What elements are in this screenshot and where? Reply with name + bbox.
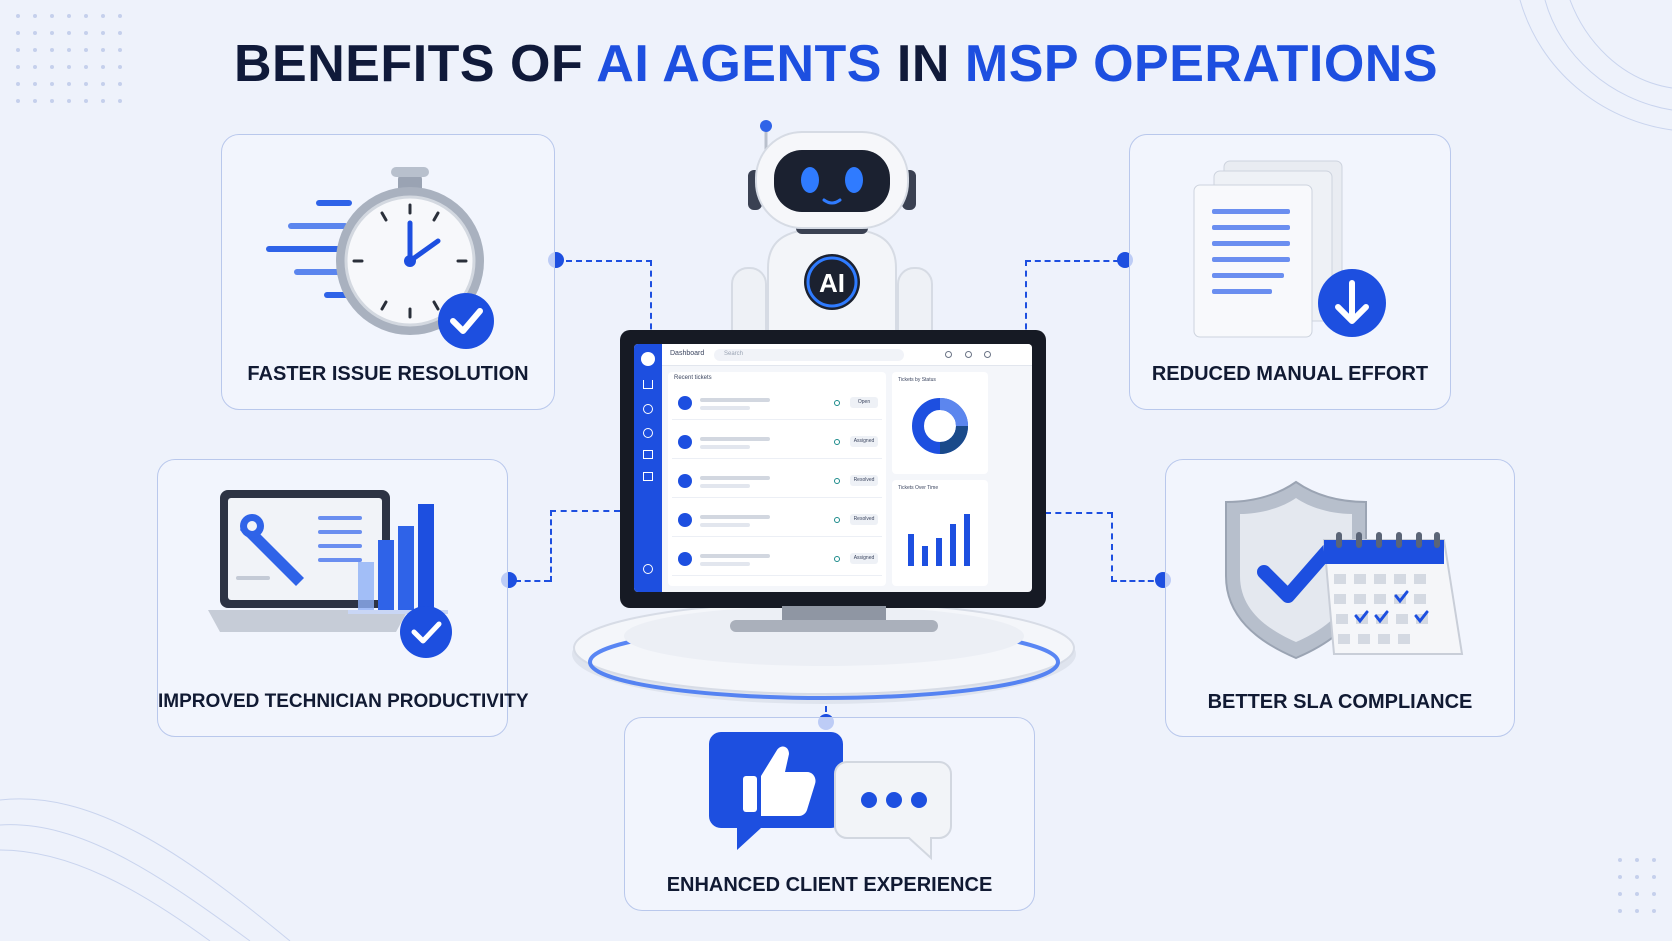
- monitor-base: [730, 620, 938, 632]
- benefit-card-faster-resolution: FASTER ISSUE RESOLUTION: [221, 134, 555, 410]
- thumbs-up-chat-icon: [709, 732, 952, 861]
- benefit-card-reduced-effort: REDUCED MANUAL EFFORT: [1129, 134, 1451, 410]
- donut-panel: Tickets by Status: [892, 372, 988, 474]
- ticket-text-line: [700, 515, 770, 519]
- avatar: [678, 474, 692, 488]
- status-dot: [834, 556, 840, 562]
- bar: [964, 514, 970, 566]
- shield-calendar-icon: [1225, 480, 1464, 660]
- table-row[interactable]: Resolved: [672, 464, 882, 498]
- logo-icon: [641, 352, 655, 366]
- bell-icon[interactable]: [965, 351, 972, 358]
- title-part-4: MSP OPERATIONS: [964, 35, 1439, 93]
- ticket-text-line: [700, 554, 770, 558]
- benefit-label: ENHANCED CLIENT EXPERIENCE: [666, 874, 993, 896]
- bar-chart: [908, 514, 970, 566]
- home-icon[interactable]: [643, 380, 653, 389]
- status-dot: [834, 400, 840, 406]
- dashboard-title: Dashboard: [670, 350, 705, 357]
- ticket-text-line: [700, 484, 750, 488]
- connector-line: [1025, 260, 1027, 340]
- connector-line: [1045, 512, 1113, 514]
- search-icon[interactable]: [945, 351, 952, 358]
- connector-line: [550, 510, 552, 582]
- dashboard-sidebar: [634, 344, 662, 592]
- bar-panel: Tickets Over Time: [892, 480, 988, 586]
- settings-icon[interactable]: [643, 564, 653, 574]
- connector-line: [550, 510, 620, 512]
- title-part-1: BENEFITS OF: [233, 35, 597, 93]
- benefit-card-technician-productivity: IMPROVED TECHNICIAN PRODUCTIVITY: [157, 459, 529, 737]
- bar: [950, 524, 956, 566]
- connector-line: [556, 260, 652, 262]
- ticket-text-line: [700, 445, 750, 449]
- podium: [572, 601, 1076, 704]
- stopwatch-check-icon: [266, 167, 494, 349]
- robot-ai-badge: AI: [819, 268, 845, 298]
- avatar: [678, 435, 692, 449]
- laptop-wrench-chart-icon: [208, 490, 452, 658]
- donut-chart-title: Tickets by Status: [898, 377, 936, 383]
- documents-download-icon: [1193, 160, 1386, 338]
- benefit-label: REDUCED MANUAL EFFORT: [1151, 363, 1429, 385]
- bar: [908, 534, 914, 566]
- decorative-curves-bottom-left: [0, 798, 291, 941]
- ticket-text-line: [700, 406, 750, 410]
- monitor-stand: [782, 606, 886, 624]
- robot-icon: [731, 120, 933, 359]
- decorative-dots-top-left: [16, 14, 122, 103]
- status-badge: Assigned: [850, 436, 878, 447]
- benefit-label: FASTER ISSUE RESOLUTION: [247, 363, 529, 385]
- table-row[interactable]: Assigned: [672, 425, 882, 459]
- ticket-list-title: Recent tickets: [674, 375, 712, 381]
- donut-chart: [912, 398, 968, 454]
- ticket-text-line: [700, 523, 750, 527]
- benefit-label: BETTER SLA COMPLIANCE: [1207, 691, 1473, 713]
- tickets-icon[interactable]: [643, 450, 653, 459]
- avatar: [678, 396, 692, 410]
- table-row[interactable]: Resolved: [672, 503, 882, 537]
- status-badge: Assigned: [850, 553, 878, 564]
- decorative-curves-top-right: [1519, 0, 1672, 131]
- profile-icon[interactable]: [984, 351, 991, 358]
- page-title: BENEFITS OF AI AGENTS IN MSP OPERATIONS: [0, 34, 1672, 94]
- benefit-card-sla-compliance: BETTER SLA COMPLIANCE: [1165, 459, 1515, 737]
- ticket-text-line: [700, 476, 770, 480]
- users-icon[interactable]: [643, 428, 653, 438]
- table-row[interactable]: Assigned: [672, 542, 882, 576]
- status-dot: [834, 478, 840, 484]
- benefit-label: IMPROVED TECHNICIAN PRODUCTIVITY: [158, 691, 529, 712]
- bar-chart-title: Tickets Over Time: [898, 485, 939, 491]
- reports-icon[interactable]: [643, 472, 653, 481]
- title-part-3: IN: [881, 35, 965, 93]
- decorative-dots-bottom-right: [1618, 858, 1656, 913]
- bar: [936, 538, 942, 566]
- status-dot: [834, 439, 840, 445]
- avatar: [678, 513, 692, 527]
- search-input[interactable]: Search: [714, 349, 904, 361]
- connector-line: [515, 580, 550, 582]
- bar: [922, 546, 928, 566]
- connector-line: [1111, 580, 1163, 582]
- connector-line: [650, 260, 652, 340]
- status-dot: [834, 517, 840, 523]
- ticket-text-line: [700, 562, 750, 566]
- user-icon[interactable]: [643, 404, 653, 414]
- status-badge: Resolved: [850, 514, 878, 525]
- status-badge: Resolved: [850, 475, 878, 486]
- connector-line: [825, 690, 827, 720]
- benefit-card-client-experience: ENHANCED CLIENT EXPERIENCE: [624, 717, 1035, 911]
- connector-line: [1111, 512, 1113, 582]
- title-part-2: AI AGENTS: [596, 35, 882, 93]
- avatar: [678, 552, 692, 566]
- connector-line: [1025, 260, 1129, 262]
- dashboard-topbar: Dashboard Search: [662, 344, 1032, 366]
- ticket-text-line: [700, 398, 770, 402]
- ticket-text-line: [700, 437, 770, 441]
- table-row[interactable]: Open: [672, 386, 882, 420]
- status-badge: Open: [850, 397, 878, 408]
